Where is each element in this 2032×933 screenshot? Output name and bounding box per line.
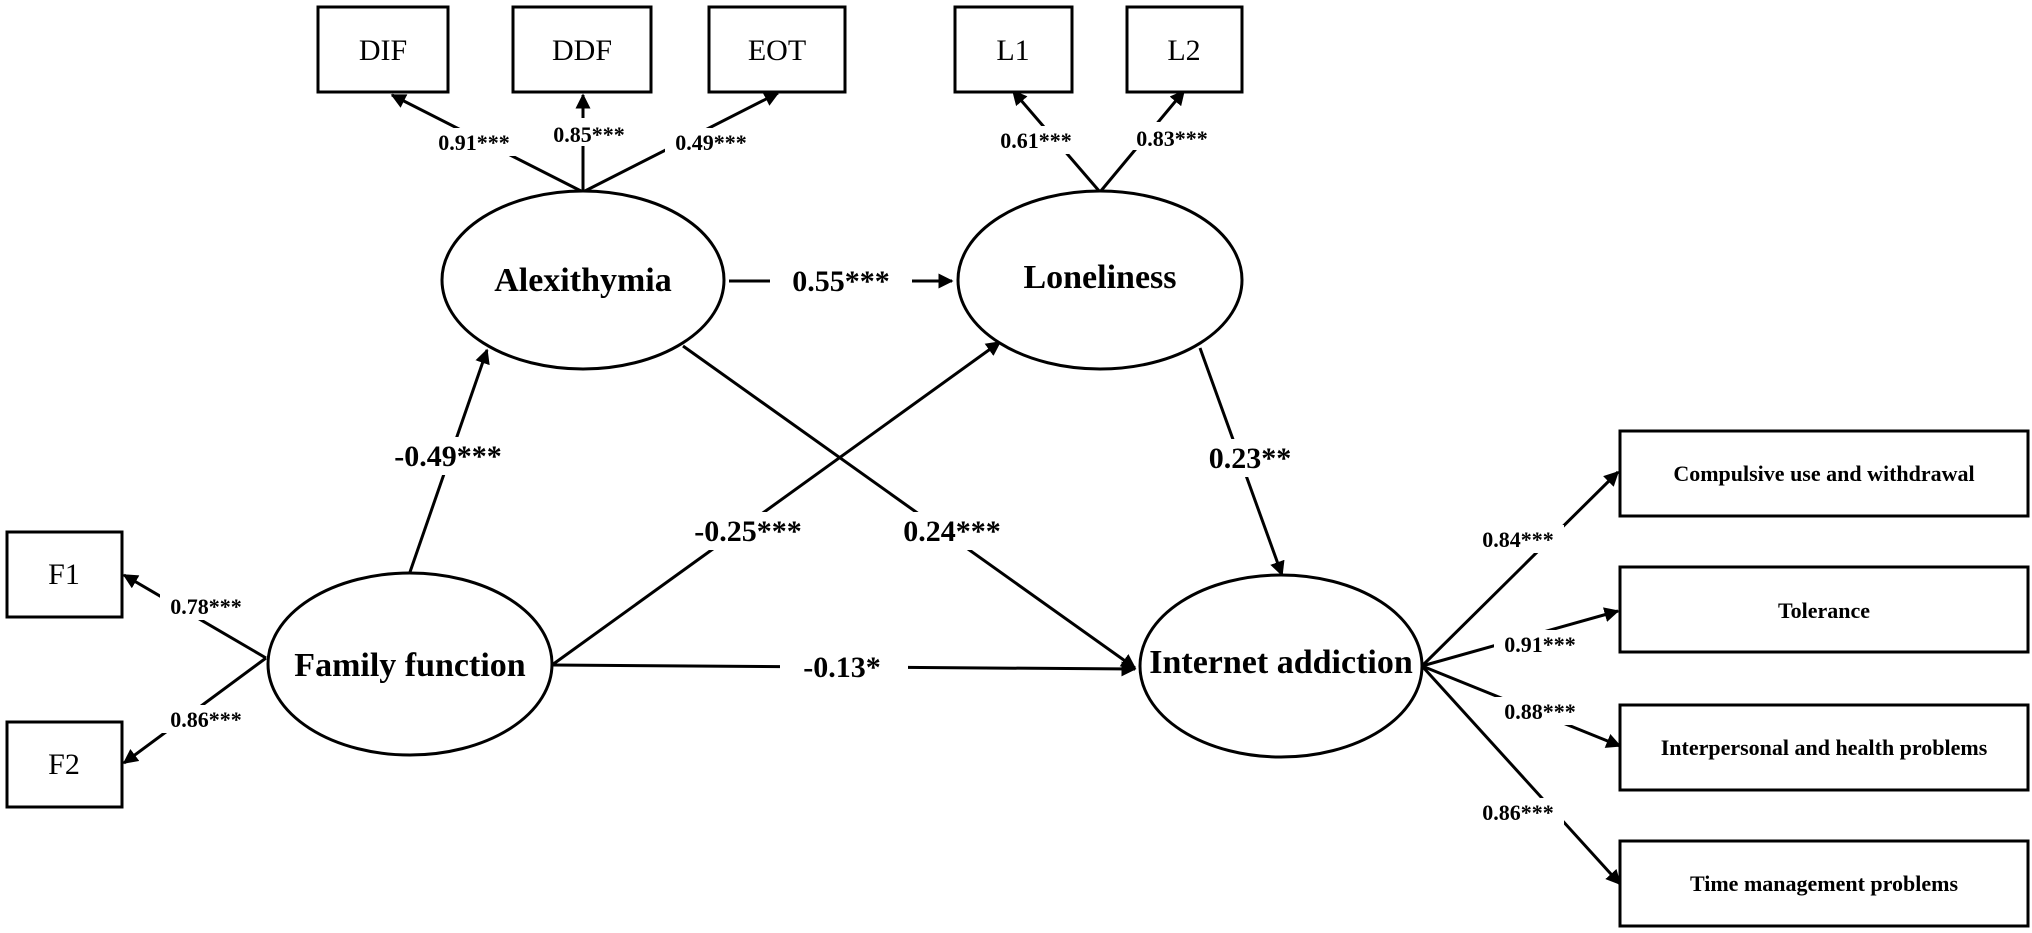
loading-label-compulsive: 0.84***	[1482, 527, 1554, 552]
path-label-alex-lone: 0.55***	[792, 265, 890, 298]
latent-family-function	[266, 571, 554, 757]
path-label-ff-lone: -0.25***	[694, 515, 802, 548]
edge-ia-compulsive	[1420, 470, 1620, 668]
latent-loneliness	[956, 189, 1244, 371]
latent-label-family-function: Family function	[294, 647, 525, 684]
path-label-ff-ia: -0.13*	[803, 651, 881, 684]
latent-label-alexithymia: Alexithymia	[494, 262, 672, 299]
latent-internet-addiction	[1138, 573, 1424, 759]
path-label-ff-alex: -0.49***	[394, 440, 502, 473]
latent-alexithymia	[440, 189, 726, 371]
loading-label-tolerance: 0.91***	[1504, 632, 1576, 657]
indicator-box-l1	[953, 5, 1074, 94]
edge-ia-time	[1420, 664, 1622, 886]
indicator-label-interpersonal: Interpersonal and health problems	[1661, 735, 1988, 760]
indicator-box-compulsive	[1618, 429, 2030, 518]
indicator-label-l1: L1	[996, 34, 1029, 67]
indicator-label-time: Time management problems	[1690, 871, 1958, 896]
indicator-box-dif	[316, 5, 450, 94]
indicator-label-compulsive: Compulsive use and withdrawal	[1673, 461, 1974, 486]
latent-label-internet-addiction: Internet addiction	[1149, 644, 1413, 681]
indicator-box-time	[1618, 839, 2030, 928]
loading-label-eot: 0.49***	[675, 130, 747, 155]
loading-label-f1: 0.78***	[170, 594, 242, 619]
indicator-box-tolerance	[1618, 565, 2030, 654]
loading-label-l2: 0.83***	[1136, 126, 1208, 151]
latent-label-loneliness: Loneliness	[1023, 259, 1176, 296]
indicator-box-f1	[5, 530, 124, 619]
indicator-label-f2: F2	[48, 748, 80, 781]
indicator-box-ddf	[511, 5, 653, 94]
loading-label-dif: 0.91***	[438, 130, 510, 155]
path-label-lone-ia: 0.23**	[1209, 442, 1292, 475]
indicator-box-eot	[707, 5, 847, 94]
indicator-label-tolerance: Tolerance	[1778, 598, 1870, 623]
edge-alex-ia	[682, 344, 1137, 670]
path-label-alex-ia: 0.24***	[903, 515, 1001, 548]
indicator-label-dif: DIF	[359, 34, 407, 67]
loading-label-f2: 0.86***	[170, 707, 242, 732]
indicator-label-l2: L2	[1167, 34, 1200, 67]
loading-label-ddf: 0.85***	[553, 122, 625, 147]
loading-label-interpersonal: 0.88***	[1504, 699, 1576, 724]
indicator-box-f2	[5, 720, 124, 809]
indicator-label-eot: EOT	[748, 34, 806, 67]
loading-label-l1: 0.61***	[1000, 128, 1072, 153]
indicator-label-ddf: DDF	[552, 34, 612, 67]
indicator-box-interpersonal	[1618, 703, 2030, 792]
indicator-label-f1: F1	[48, 558, 80, 591]
loading-label-time: 0.86***	[1482, 800, 1554, 825]
indicator-box-l2	[1125, 5, 1244, 94]
edge-ff-lone	[551, 340, 1002, 667]
